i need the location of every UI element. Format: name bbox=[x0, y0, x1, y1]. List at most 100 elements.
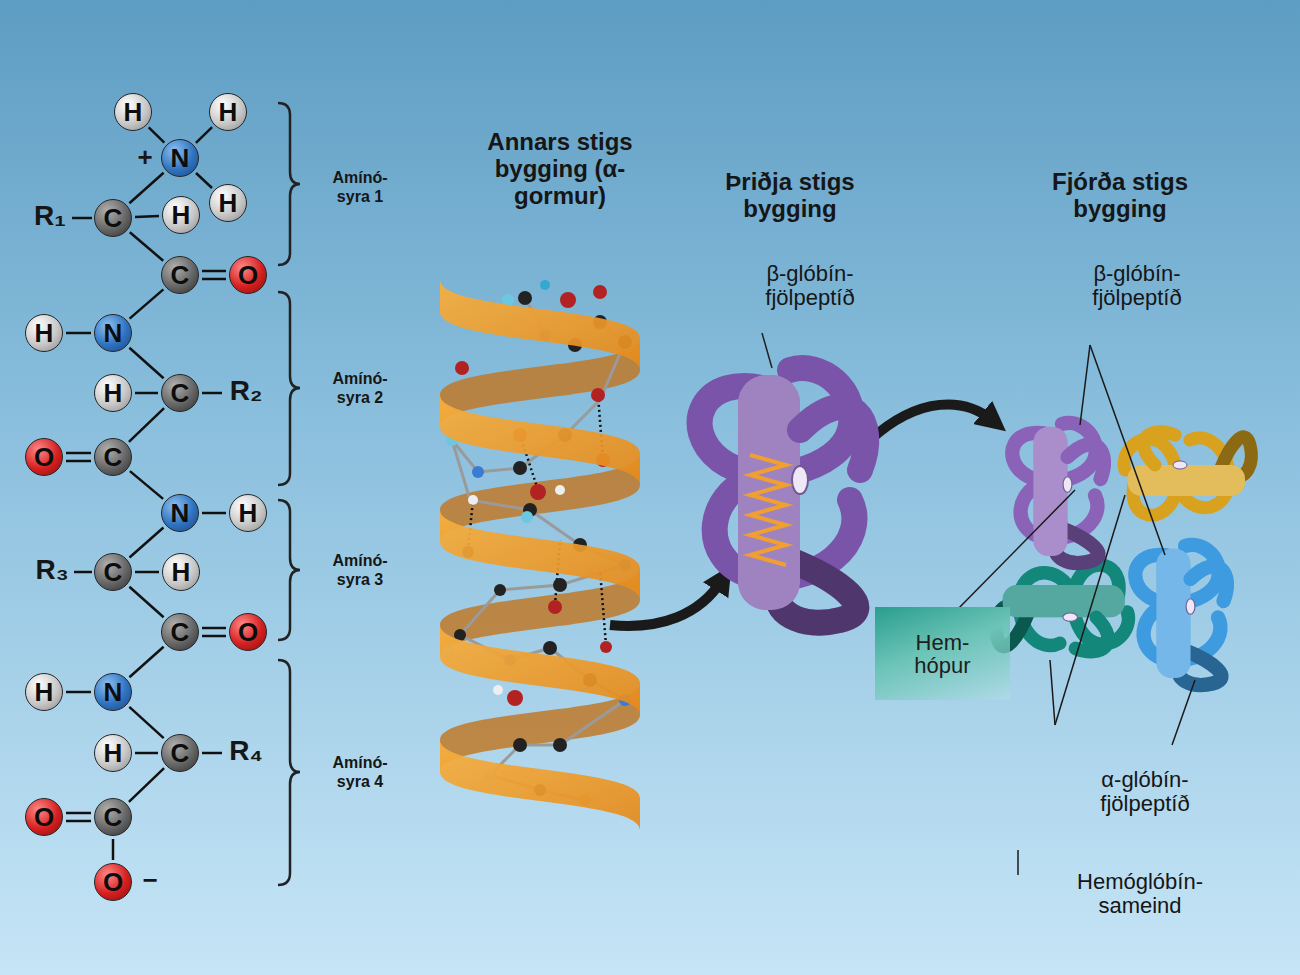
nitrogen-atom: N bbox=[161, 494, 199, 532]
oxygen-ball bbox=[530, 484, 546, 500]
nitrogen-atom: N bbox=[94, 314, 132, 352]
bond-line bbox=[112, 839, 115, 860]
curly-bracket bbox=[278, 660, 300, 885]
r-bond-group bbox=[72, 218, 222, 753]
hydrogen-bond bbox=[600, 570, 606, 645]
atom-symbol: H bbox=[239, 500, 258, 526]
heme-label: Hem- hópur bbox=[907, 631, 979, 677]
leader-line bbox=[1050, 660, 1055, 725]
single-bond bbox=[129, 587, 163, 618]
hydrogen-ball bbox=[468, 495, 478, 505]
hydrogen-atom: H bbox=[209, 184, 247, 222]
r-bond bbox=[72, 217, 92, 220]
helix-front-band bbox=[440, 740, 640, 830]
leader-line bbox=[1090, 345, 1165, 555]
bond-line bbox=[196, 127, 212, 143]
atom-symbol: N bbox=[171, 500, 190, 526]
carbon-atom: C bbox=[94, 553, 132, 591]
helix-front-bands bbox=[440, 280, 640, 830]
atom-symbol: H bbox=[219, 99, 238, 125]
oxygen-atom: O bbox=[229, 256, 267, 294]
leader-line bbox=[762, 333, 772, 368]
helix-front-band bbox=[440, 625, 640, 715]
atom-symbol: C bbox=[171, 262, 190, 288]
hydrogen-atom: H bbox=[229, 494, 267, 532]
atom-symbol: O bbox=[238, 262, 258, 288]
single-bond bbox=[129, 647, 163, 678]
bond-line bbox=[130, 528, 164, 558]
single-bond bbox=[129, 707, 163, 738]
tick-line bbox=[1017, 850, 1019, 875]
curly-bracket bbox=[278, 292, 300, 485]
bond-line bbox=[202, 627, 226, 630]
carbon-atom: C bbox=[94, 438, 132, 476]
nitrogen-atom: N bbox=[94, 673, 132, 711]
chain-label: β-glóbín- fjölpeptíð bbox=[743, 262, 878, 310]
curly-bracket bbox=[278, 103, 300, 265]
hydrogen-atom: H bbox=[162, 196, 200, 234]
curved-arrow bbox=[610, 580, 722, 626]
single-bond bbox=[130, 232, 163, 260]
leader-line bbox=[1172, 680, 1195, 745]
carbon-ball bbox=[543, 641, 557, 655]
level-heading: Fjórða stigs bygging bbox=[1028, 168, 1213, 222]
r-bond bbox=[202, 752, 222, 755]
atom-symbol: H bbox=[104, 380, 123, 406]
single-bond bbox=[66, 692, 91, 693]
atom-symbol: O bbox=[238, 619, 258, 645]
bond-line bbox=[66, 820, 91, 823]
carbon-ball bbox=[494, 584, 506, 596]
bond-line bbox=[202, 635, 226, 638]
carbon-atom: C bbox=[94, 798, 132, 836]
charge-sign: + bbox=[133, 143, 157, 171]
helix-back-bands bbox=[440, 338, 640, 772]
r-group: R₁ bbox=[25, 200, 75, 232]
bond-line bbox=[149, 127, 165, 142]
helix-front-band bbox=[440, 395, 640, 485]
amino-acid-label: Amínó- syra 2 bbox=[315, 369, 405, 407]
atom-symbol: N bbox=[171, 145, 190, 171]
atom-symbol: C bbox=[104, 444, 123, 470]
leader-line bbox=[1055, 495, 1125, 725]
single-bond bbox=[66, 333, 91, 334]
r-group: R₂ bbox=[221, 375, 271, 407]
carbon-ball bbox=[518, 291, 532, 305]
carbon-atom: C bbox=[161, 613, 199, 651]
carbon-ball bbox=[513, 461, 527, 475]
atom-symbol: O bbox=[103, 869, 123, 895]
atom-symbol: H bbox=[35, 679, 54, 705]
atom-symbol: C bbox=[171, 619, 190, 645]
hydrogen-ball bbox=[555, 485, 565, 495]
alpha-globin-coil bbox=[996, 565, 1128, 652]
single-bond bbox=[135, 572, 159, 573]
atom-symbol: C bbox=[171, 380, 190, 406]
hydrogen-atom: H bbox=[114, 93, 152, 131]
hydrogen-atom: H bbox=[209, 93, 247, 131]
single-bond bbox=[129, 768, 164, 802]
bond-line bbox=[66, 812, 91, 815]
atom-symbol: C bbox=[104, 804, 123, 830]
bond-line bbox=[202, 278, 226, 281]
amino-acid-label: Amínó- syra 3 bbox=[315, 551, 405, 589]
double-bond bbox=[66, 813, 91, 821]
bond-line bbox=[66, 691, 91, 694]
hydrogen-atom: H bbox=[94, 734, 132, 772]
single-bond bbox=[129, 408, 164, 442]
carbon-ball bbox=[553, 578, 567, 592]
bond-line bbox=[135, 571, 159, 574]
oxygen-ball bbox=[560, 292, 576, 308]
beta-globin-coil bbox=[1012, 423, 1104, 563]
single-bond bbox=[135, 216, 159, 217]
alpha-globin-coil bbox=[1124, 432, 1251, 515]
bond-line bbox=[196, 173, 212, 188]
hydrogen-atom: H bbox=[162, 553, 200, 591]
hydrogen-ball bbox=[493, 685, 503, 695]
r-bond bbox=[202, 392, 222, 395]
r-group: R₃ bbox=[27, 554, 77, 586]
curly-bracket bbox=[278, 500, 300, 640]
oxygen-atom: O bbox=[229, 613, 267, 651]
double-bond bbox=[202, 628, 226, 636]
bond-line bbox=[135, 392, 158, 395]
carbon-atom: C bbox=[161, 374, 199, 412]
